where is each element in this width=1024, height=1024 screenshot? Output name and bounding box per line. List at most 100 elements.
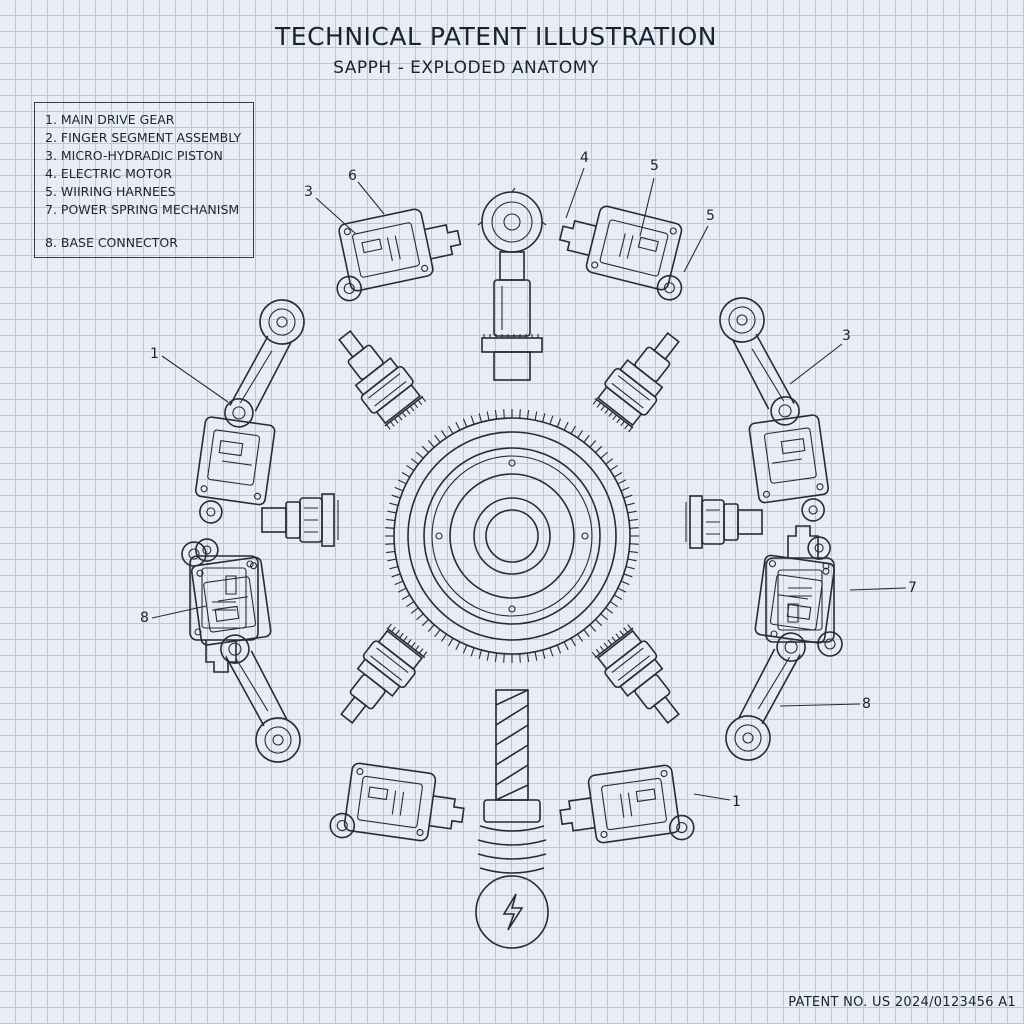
gear-tooth — [389, 502, 399, 506]
side-connector-right — [685, 495, 763, 549]
gear-tooth — [427, 624, 435, 632]
gear-tooth — [620, 580, 630, 586]
callout-8-left: 8 — [140, 610, 149, 626]
gear-tooth — [421, 445, 429, 453]
gear-tooth — [434, 629, 441, 638]
gear-tooth — [623, 573, 633, 578]
gear-tooth — [406, 601, 415, 608]
base-connector-plate-left — [181, 541, 259, 673]
gear-teeth — [385, 409, 639, 663]
gear-tooth — [589, 440, 597, 448]
gear-tooth — [605, 458, 614, 465]
diagram-title: TECHNICAL PATENT ILLUSTRATION — [275, 22, 717, 51]
gear-tooth — [519, 409, 521, 419]
gear-tooth — [440, 633, 447, 642]
legend-item: 3. MICRO-HYDRADIC PISTON — [45, 148, 223, 163]
gear-tooth — [394, 580, 404, 586]
gear-tooth — [583, 629, 590, 638]
gear-tooth — [549, 415, 554, 425]
gear-tooth — [455, 641, 461, 651]
gear-tooth — [629, 527, 639, 529]
gear-tooth — [394, 486, 404, 492]
legend-item: 7. POWER SPRING MECHANISM — [45, 202, 240, 217]
callout-5-upper: 5 — [650, 158, 659, 174]
wiring-harness-plate-top-left — [323, 200, 468, 304]
gear-tooth — [455, 421, 461, 431]
gear-tooth — [391, 573, 401, 578]
gear-tooth — [387, 558, 397, 562]
gear-tooth — [549, 647, 554, 657]
electric-motor — [477, 187, 547, 381]
bottom-plate-left — [327, 759, 469, 855]
callout-1-bottom: 1 — [732, 794, 741, 810]
gear-tooth — [534, 651, 538, 661]
callout-labels: 3 6 4 5 5 1 3 7 8 8 1 — [140, 150, 917, 810]
gear-tooth — [385, 543, 395, 545]
gear-tooth — [617, 587, 627, 593]
callout-5-lower: 5 — [706, 208, 715, 224]
micro-hydraulic-piston-upper-left — [323, 318, 429, 433]
gear-tooth — [526, 652, 530, 662]
gear-tooth — [570, 425, 576, 435]
gear-tooth — [494, 652, 498, 662]
gear-tooth — [486, 411, 490, 421]
gear-tooth — [600, 613, 608, 621]
gear-tooth — [595, 619, 603, 627]
gear-tooth — [542, 649, 546, 659]
legend-item: 8. BASE CONNECTOR — [45, 235, 178, 250]
gear-tooth — [397, 479, 407, 485]
callout-1-left: 1 — [150, 346, 159, 362]
gear-tooth — [470, 415, 475, 425]
gear-tooth — [448, 637, 454, 647]
micro-hydraulic-piston-lower-right — [589, 621, 695, 736]
gear-tooth — [617, 479, 627, 485]
gear-tooth — [556, 418, 562, 428]
gear-tooth — [478, 413, 482, 423]
gear-tooth — [389, 566, 399, 570]
gear-tooth — [595, 445, 603, 453]
gear-tooth — [600, 451, 608, 459]
gear-tooth — [625, 502, 635, 506]
gear-tooth — [613, 472, 623, 478]
callout-3-top-left: 3 — [304, 184, 313, 200]
callout-6: 6 — [348, 168, 357, 184]
main-drive-gear — [385, 409, 639, 663]
gear-tooth — [620, 486, 630, 492]
diagram-subtitle: SAPPH - EXPLODED ANATOMY — [333, 58, 599, 78]
gear-tooth — [605, 607, 614, 614]
side-connector-left — [261, 493, 339, 547]
gear-tooth — [486, 651, 490, 661]
gear-tooth — [563, 421, 569, 431]
gear-tooth — [387, 510, 397, 514]
legend-item: 5. WIIRING HARNEES — [45, 184, 176, 199]
legend-item: 2. FINGER SEGMENT ASSEMBLY — [45, 130, 242, 145]
finger-segment-assembly-left-upper — [190, 290, 308, 533]
gear-tooth — [416, 451, 424, 459]
wiring-harness-plate-top-right — [551, 196, 698, 304]
gear-tooth — [628, 518, 638, 522]
legend-item: 1. MAIN DRIVE GEAR — [45, 112, 175, 127]
gear-tooth — [629, 543, 639, 545]
gear-tooth — [570, 637, 576, 647]
gear-tooth — [397, 587, 407, 593]
callout-8-right: 8 — [862, 696, 871, 712]
gear-tooth — [494, 410, 498, 420]
gear-tooth — [462, 644, 468, 654]
gear-tooth — [434, 434, 441, 443]
bottom-plate-right — [555, 761, 697, 857]
gear-tooth — [401, 594, 411, 600]
gear-tooth — [628, 550, 638, 554]
gear-tooth — [470, 647, 475, 657]
gear-tooth — [625, 566, 635, 570]
micro-hydraulic-piston-upper-right — [589, 320, 695, 435]
gear-tooth — [627, 510, 637, 514]
parts-legend: 1. MAIN DRIVE GEAR 2. FINGER SEGMENT ASS… — [34, 102, 254, 258]
gear-tooth — [421, 619, 429, 627]
gear-tooth — [410, 607, 419, 614]
gear-tooth — [577, 430, 584, 439]
gear-tooth — [556, 644, 562, 654]
gear-tooth — [386, 518, 396, 522]
gear-tooth — [503, 409, 505, 419]
